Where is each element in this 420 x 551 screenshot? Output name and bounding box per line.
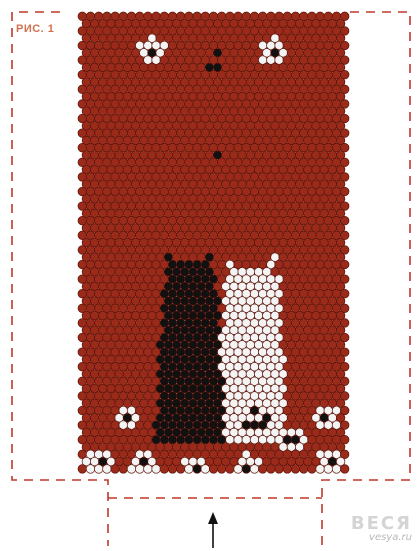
red-bead <box>275 465 284 474</box>
red-bead <box>308 465 317 474</box>
red-bead <box>258 465 267 474</box>
white-bead <box>250 465 259 474</box>
red-bead <box>176 465 185 474</box>
red-bead <box>160 465 169 474</box>
red-bead <box>226 465 235 474</box>
white-bead <box>324 465 333 474</box>
white-bead <box>127 465 136 474</box>
black-bead <box>193 465 202 474</box>
white-bead <box>316 465 325 474</box>
red-bead <box>299 465 308 474</box>
black-bead <box>242 465 251 474</box>
red-bead <box>340 465 349 474</box>
white-bead <box>135 465 144 474</box>
red-bead <box>291 465 300 474</box>
watermark-logo: ВЕСЯ vesya.ru <box>351 515 412 543</box>
red-bead <box>267 465 276 474</box>
arrow-head <box>208 512 218 524</box>
white-bead <box>144 465 153 474</box>
bead-grid <box>78 12 349 473</box>
watermark-brand: ВЕСЯ <box>351 515 412 533</box>
white-bead <box>103 465 112 474</box>
figure-label: РИС. 1 <box>16 23 54 35</box>
white-bead <box>234 465 243 474</box>
white-bead <box>86 465 95 474</box>
red-bead <box>283 465 292 474</box>
red-bead <box>78 465 87 474</box>
white-bead <box>201 465 210 474</box>
red-bead <box>111 465 120 474</box>
white-bead <box>185 465 194 474</box>
white-bead <box>332 465 341 474</box>
red-bead <box>209 465 218 474</box>
red-bead <box>217 465 226 474</box>
watermark-site: vesya.ru <box>351 533 412 543</box>
start-arrow-icon <box>208 512 218 548</box>
red-bead <box>168 465 177 474</box>
white-bead <box>152 465 161 474</box>
white-bead <box>94 465 103 474</box>
red-bead <box>119 465 128 474</box>
